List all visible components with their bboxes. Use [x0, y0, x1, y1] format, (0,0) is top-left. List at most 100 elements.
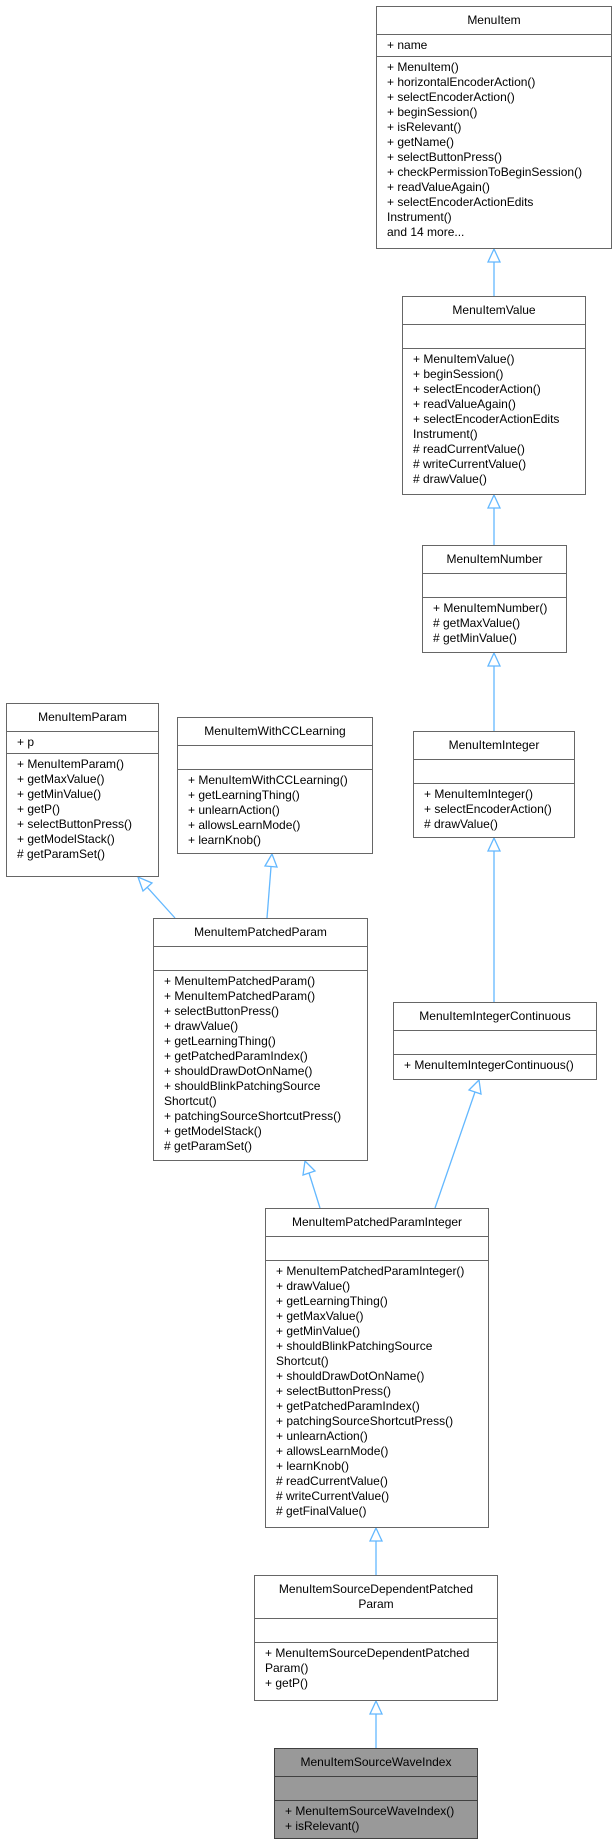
class-method: + getPatchedParamIndex() — [276, 1399, 420, 1413]
class-method: Shortcut() — [164, 1094, 217, 1108]
class-methods: + MenuItemParam()+ getMaxValue()+ getMin… — [7, 754, 158, 865]
class-methods: + MenuItem()+ horizontalEncoderAction()+… — [377, 57, 611, 243]
class-method: # drawValue() — [413, 472, 487, 486]
class-methods: + MenuItemWithCCLearning()+ getLearningT… — [178, 770, 372, 851]
class-attributes — [423, 574, 566, 598]
class-method: + patchingSourceShortcutPress() — [276, 1414, 454, 1428]
arrowhead-menuitempatchedparaminteger — [368, 1526, 384, 1542]
class-method: + selectEncoderActionEdits — [387, 195, 534, 209]
class-attributes — [403, 325, 585, 349]
class-method: + unlearnAction() — [276, 1429, 368, 1443]
class-method: + getModelStack() — [17, 832, 115, 846]
class-attributes — [414, 760, 574, 784]
arrowhead-menuitemintegercontinuous — [467, 1078, 482, 1095]
class-method: # getParamSet() — [164, 1139, 253, 1153]
class-method: # drawValue() — [424, 817, 498, 831]
class-method: + drawValue() — [276, 1279, 351, 1293]
arrowhead-menuitemnumber — [486, 651, 502, 667]
class-method: # getMaxValue() — [433, 616, 521, 630]
class-method: + getMinValue() — [276, 1324, 361, 1338]
class-method: + beginSession() — [387, 105, 478, 119]
class-title: MenuItemSourceDependentPatched Param — [255, 1576, 497, 1619]
class-menuitem[interactable]: MenuItem + name + MenuItem()+ horizontal… — [376, 6, 612, 249]
class-menuitemvalue[interactable]: MenuItemValue + MenuItemValue()+ beginSe… — [402, 296, 586, 495]
class-method: + MenuItemValue() — [413, 352, 515, 366]
class-method: # getParamSet() — [17, 847, 106, 861]
class-title: MenuItemSourceWaveIndex — [275, 1749, 477, 1777]
class-menuitemsourcewaveindex[interactable]: MenuItemSourceWaveIndex + MenuItemSource… — [274, 1748, 478, 1839]
class-methods: + MenuItemIntegerContinuous() — [394, 1055, 596, 1076]
class-method: # writeCurrentValue() — [276, 1489, 390, 1503]
class-title: MenuItemNumber — [423, 546, 566, 574]
class-methods: + MenuItemPatchedParam()+ MenuItemPatche… — [154, 971, 367, 1157]
class-attributes — [394, 1031, 596, 1055]
class-menuitemwithcclearning[interactable]: MenuItemWithCCLearning + MenuItemWithCCL… — [177, 717, 373, 854]
class-attributes — [255, 1619, 497, 1643]
class-attributes — [275, 1777, 477, 1801]
class-method: + shouldDrawDotOnName() — [164, 1064, 313, 1078]
class-method: + selectEncoderActionEdits — [413, 412, 560, 426]
class-method: # writeCurrentValue() — [413, 457, 527, 471]
class-method: # readCurrentValue() — [276, 1474, 388, 1488]
class-menuitempatchedparam[interactable]: MenuItemPatchedParam + MenuItemPatchedPa… — [153, 918, 368, 1161]
class-methods: + MenuItemSourceWaveIndex()+ isRelevant(… — [275, 1801, 477, 1837]
class-method: + MenuItemPatchedParam() — [164, 974, 316, 988]
class-method: + beginSession() — [413, 367, 504, 381]
class-menuitemnumber[interactable]: MenuItemNumber + MenuItemNumber()# getMa… — [422, 545, 567, 653]
class-method: + unlearnAction() — [188, 803, 280, 817]
class-method: + patchingSourceShortcutPress() — [164, 1109, 342, 1123]
class-method: Instrument() — [413, 427, 478, 441]
class-menuitemsourcedependentpatchedparam[interactable]: MenuItemSourceDependentPatched Param + M… — [254, 1575, 498, 1701]
arrowhead-menuitemwithcclearning — [263, 852, 278, 868]
class-title: MenuItemPatchedParam — [154, 919, 367, 947]
class-method: + isRelevant() — [387, 120, 462, 134]
class-method: + MenuItem() — [387, 60, 459, 74]
class-attributes — [178, 746, 372, 770]
class-method: + shouldDrawDotOnName() — [276, 1369, 425, 1383]
class-attribute: + p — [17, 735, 35, 749]
class-method: + MenuItemNumber() — [433, 601, 548, 615]
class-methods: + MenuItemPatchedParamInteger()+ drawVal… — [266, 1261, 488, 1522]
class-method: + MenuItemSourceDependentPatched — [265, 1646, 470, 1660]
class-attributes — [154, 947, 367, 971]
class-menuitempatchedparaminteger[interactable]: MenuItemPatchedParamInteger + MenuItemPa… — [265, 1208, 489, 1528]
class-method: Param() — [265, 1661, 309, 1675]
arrowhead-menuiteminteger — [486, 836, 502, 852]
class-method: + selectButtonPress() — [387, 150, 503, 164]
class-menuitemintegercontinuous[interactable]: MenuItemIntegerContinuous + MenuItemInte… — [393, 1002, 597, 1080]
class-method: + allowsLearnMode() — [188, 818, 301, 832]
arrowhead-menuitempatchedparam — [302, 1159, 317, 1176]
class-title: MenuItemWithCCLearning — [178, 718, 372, 746]
class-menuiteminteger[interactable]: MenuItemInteger + MenuItemInteger()+ sel… — [413, 731, 575, 838]
class-attribute: + name — [387, 38, 428, 52]
class-method: + isRelevant() — [285, 1819, 360, 1833]
class-title: MenuItemParam — [7, 704, 158, 732]
class-method: + selectButtonPress() — [276, 1384, 392, 1398]
class-method: + learnKnob() — [276, 1459, 350, 1473]
edge-menuitempatchedparaminteger-to-menuitemintegercontinuous — [434, 1091, 476, 1209]
class-method: + selectButtonPress() — [164, 1004, 280, 1018]
edge-menuitempatchedparaminteger-to-menuitempatchedparam — [308, 1172, 321, 1209]
class-method: and 14 more... — [387, 225, 465, 239]
class-method: + shouldBlinkPatchingSource — [164, 1079, 321, 1093]
class-method: Shortcut() — [276, 1354, 329, 1368]
class-method: # getFinalValue() — [276, 1504, 367, 1518]
class-method: # getMinValue() — [433, 631, 517, 645]
class-method: # readCurrentValue() — [413, 442, 525, 456]
class-title: MenuItemValue — [403, 297, 585, 325]
class-attributes: + p — [7, 732, 158, 754]
class-method: + MenuItemInteger() — [424, 787, 534, 801]
class-method: + getMinValue() — [17, 787, 102, 801]
class-attributes: + name — [377, 35, 611, 57]
class-menuitemparam[interactable]: MenuItemParam + p + MenuItemParam()+ get… — [6, 703, 159, 877]
class-title: MenuItem — [377, 7, 611, 35]
edge-menuitempatchedparam-to-menuitemparam — [146, 886, 176, 919]
class-method: + getLearningThing() — [276, 1294, 388, 1308]
class-method: + MenuItemParam() — [17, 757, 125, 771]
class-methods: + MenuItemNumber()# getMaxValue()# getMi… — [423, 598, 566, 649]
class-method: + getModelStack() — [164, 1124, 262, 1138]
class-method: + checkPermissionToBeginSession() — [387, 165, 583, 179]
class-method: + selectButtonPress() — [17, 817, 133, 831]
class-method: + getP() — [265, 1676, 309, 1690]
